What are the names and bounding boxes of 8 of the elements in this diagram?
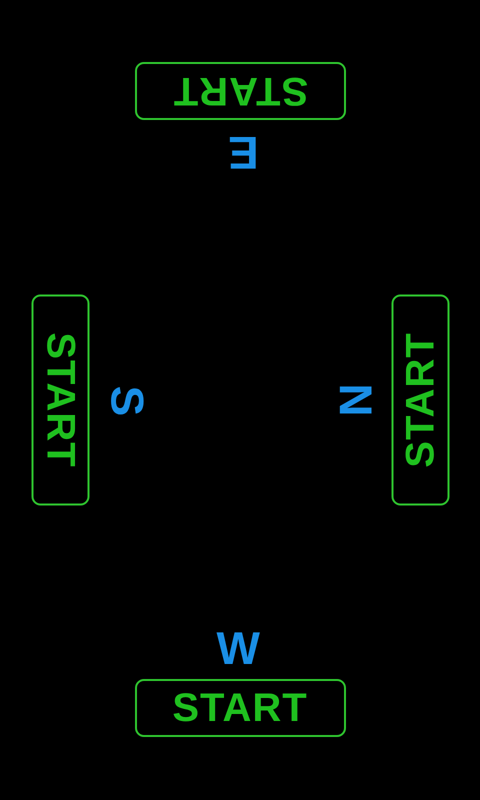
- start-button: START: [134, 62, 346, 120]
- start-button: START: [31, 294, 89, 506]
- start-button: START: [391, 294, 449, 506]
- compass-letter: N: [332, 383, 378, 417]
- compass-letter: E: [228, 130, 258, 176]
- start-button: START: [134, 679, 346, 737]
- compass-letter: W: [216, 625, 260, 671]
- compass-letter: S: [104, 386, 150, 416]
